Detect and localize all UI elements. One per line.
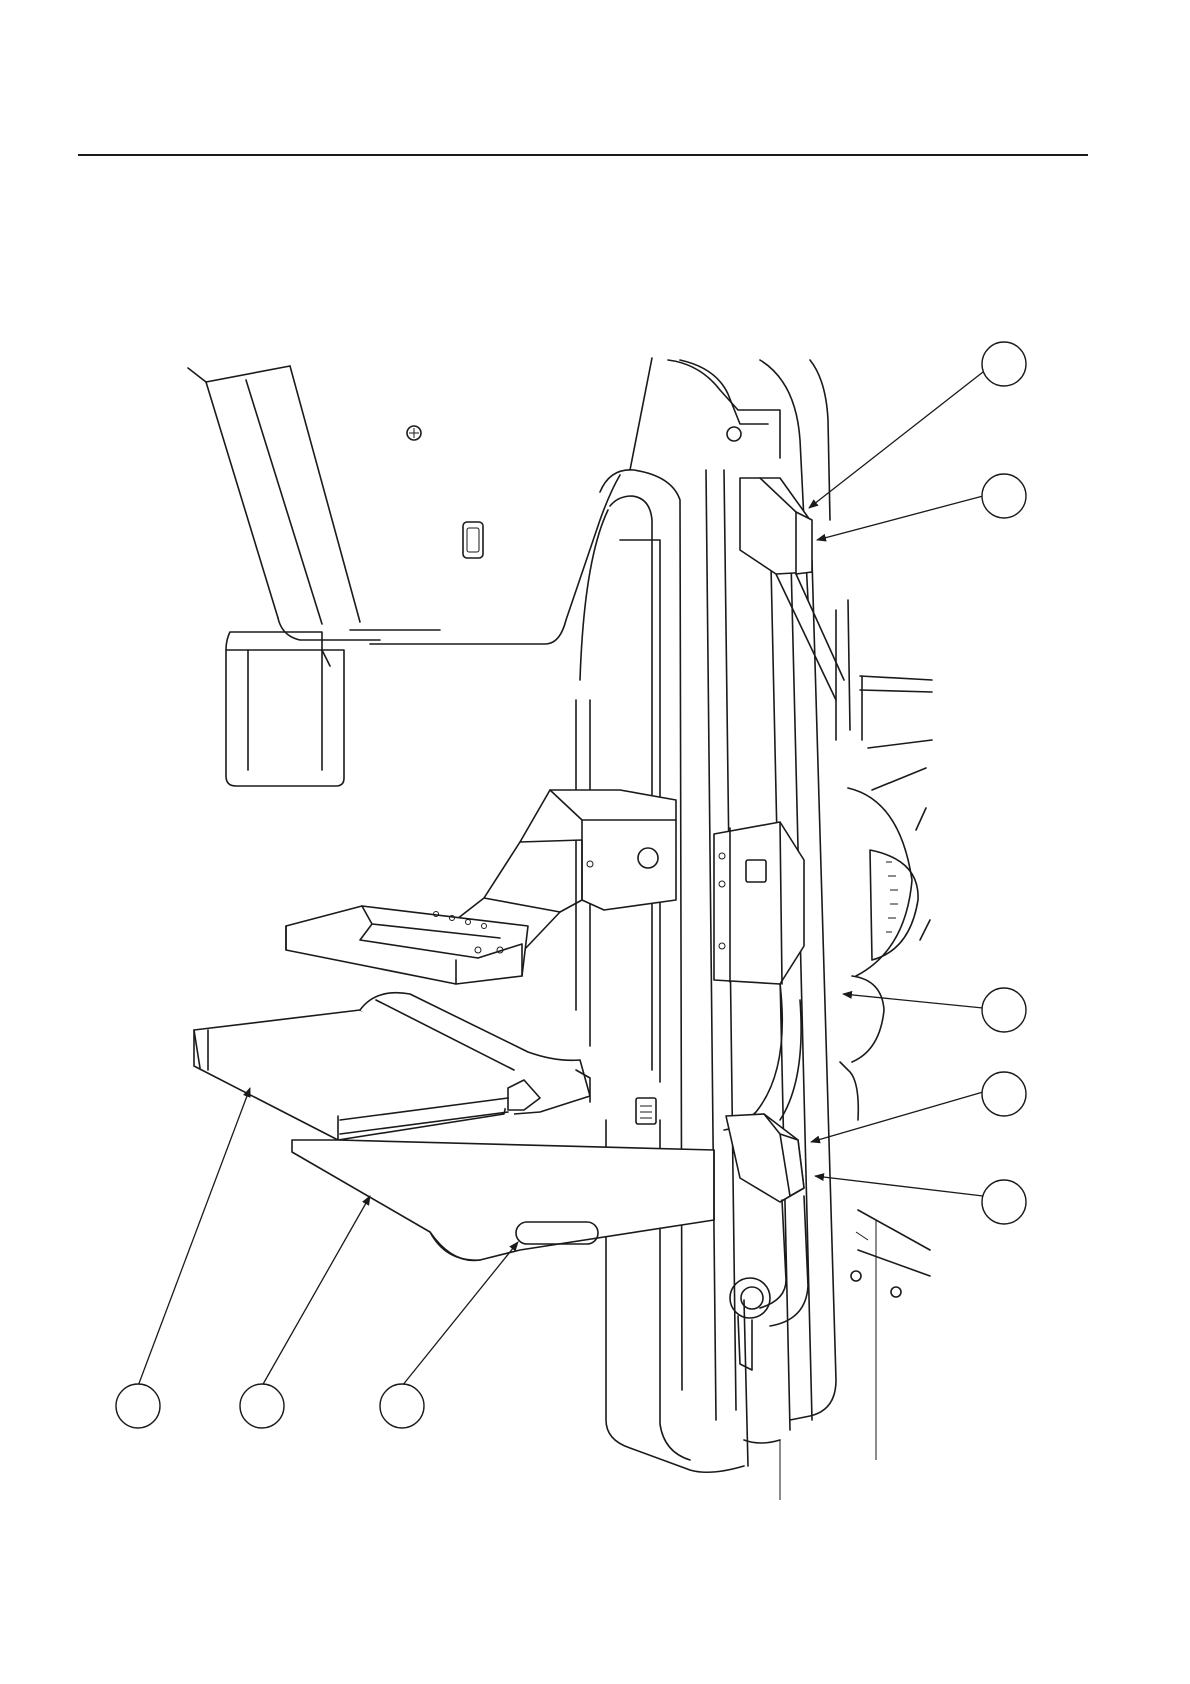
bucky-table	[292, 1140, 714, 1260]
leader-cassette-holder	[138, 1088, 250, 1386]
compression-paddle-assembly	[286, 790, 676, 984]
leader-upper-handle	[809, 372, 983, 508]
leader-bucky-table	[262, 1196, 370, 1386]
callout-table-grip	[380, 1384, 424, 1428]
leader-lower-handle	[811, 1092, 983, 1142]
tube-head-housing	[188, 366, 620, 786]
leader-rotation-dial	[843, 994, 983, 1008]
leader-table-grip	[402, 1242, 518, 1386]
leader-lower-handle-button	[815, 1176, 983, 1196]
leader-upper-handle-button	[817, 496, 983, 540]
rotation-housing	[840, 676, 932, 1297]
callout-upper-handle-button	[982, 474, 1026, 518]
callout-upper-handle	[982, 342, 1026, 386]
column-carriage	[714, 822, 804, 984]
lower-handle[interactable]	[724, 984, 808, 1370]
cassette-holder	[194, 993, 656, 1140]
callout-balloons	[116, 342, 1026, 1428]
callout-lower-handle	[982, 1072, 1026, 1116]
callout-lower-handle-button	[982, 1180, 1026, 1224]
callout-bucky-table	[240, 1384, 284, 1428]
callout-rotation-dial	[982, 988, 1026, 1032]
angle-scale	[886, 862, 898, 932]
callout-cassette-holder	[116, 1384, 160, 1428]
